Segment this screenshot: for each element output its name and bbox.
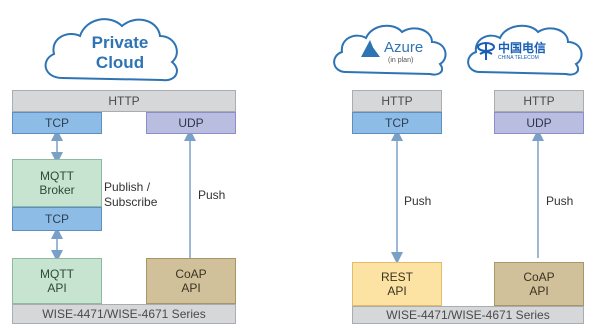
mqtt-api-box: MQTT API	[12, 258, 102, 304]
rest-api-box: REST API	[352, 262, 442, 306]
publish-line2: Subscribe	[104, 195, 158, 209]
left-http-layer: HTTP	[12, 90, 236, 112]
publish-subscribe-label: Publish / Subscribe	[104, 180, 157, 210]
left-udp-layer: UDP	[146, 112, 236, 134]
private-cloud-line2: Cloud	[95, 53, 145, 72]
azure-note: (in plan)	[388, 57, 414, 64]
broker-tcp-layer: TCP	[12, 207, 102, 231]
device-bar-left: WISE-4471/WISE-4671 Series	[12, 304, 236, 324]
right-http-layer-2: HTTP	[494, 90, 584, 112]
azure-cloud-shape	[333, 24, 447, 76]
azure-logo-icon	[361, 40, 380, 57]
china-telecom-logo-icon	[477, 42, 495, 60]
telecom-sub: CHINA TELECOM	[498, 55, 539, 61]
push-label-left: Push	[198, 188, 226, 202]
coap-api-right-line1: CoAP	[523, 270, 555, 284]
telecom-cloud-shape	[467, 24, 583, 76]
azure-label: Azure (in plan)	[384, 40, 434, 65]
coap-api-right-line2: API	[529, 284, 549, 298]
coap-api-left-line1: CoAP	[175, 267, 207, 281]
left-tcp-layer: TCP	[12, 112, 102, 134]
coap-api-box-right: CoAP API	[494, 262, 584, 306]
publish-line1: Publish /	[104, 180, 151, 194]
telecom-name: 中国电信	[498, 41, 547, 55]
coap-api-box-left: CoAP API	[146, 258, 236, 304]
device-bar-right: WISE-4471/WISE-4671 Series	[352, 306, 584, 324]
mqtt-broker-box: MQTT Broker	[12, 159, 102, 207]
mqtt-broker-line1: MQTT	[40, 169, 74, 183]
right-http-layer-1: HTTP	[352, 90, 442, 112]
mqtt-broker-line2: Broker	[39, 183, 75, 197]
rest-api-line1: REST	[380, 270, 413, 284]
right-udp-layer: UDP	[494, 112, 584, 134]
rest-api-line2: API	[387, 284, 407, 298]
telecom-label: 中国电信 CHINA TELECOM	[498, 42, 564, 62]
azure-name: Azure	[384, 39, 424, 56]
mqtt-api-line1: MQTT	[40, 267, 74, 281]
push-label-right-2: Push	[546, 194, 574, 208]
push-label-right-1: Push	[404, 194, 432, 208]
coap-api-left-line2: API	[181, 281, 201, 295]
mqtt-api-line2: API	[47, 281, 67, 295]
private-cloud-label: Private Cloud	[78, 33, 162, 73]
private-cloud-line1: Private	[91, 33, 149, 52]
right-tcp-layer: TCP	[352, 112, 442, 134]
private-cloud-shape	[44, 18, 178, 82]
